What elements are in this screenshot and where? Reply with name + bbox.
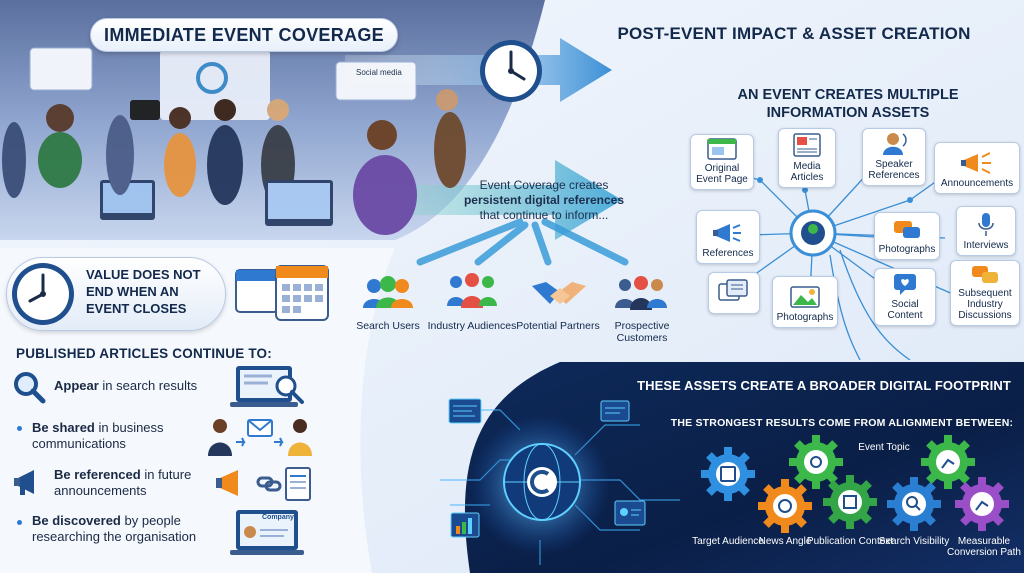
asset-card-media-articles: Media Articles	[778, 128, 836, 188]
left-title: IMMEDIATE EVENT COVERAGE	[90, 18, 398, 52]
megaphone-icon	[713, 224, 741, 242]
megaphone-icon	[961, 152, 991, 174]
laptop-search-icon	[230, 366, 304, 407]
gear-label: Search Visibility	[878, 536, 950, 547]
chat-icon	[894, 221, 920, 238]
gear-label: Publication Context	[806, 536, 894, 547]
asset-card-subsequent-discussions: Subsequent Industry Discussions	[950, 260, 1020, 326]
value-text: VALUE DOES NOT END WHEN AN EVENT CLOSES	[86, 267, 201, 316]
asset-card-interviews: Interviews	[956, 206, 1016, 256]
asset-card-photographs-2: Photographs	[772, 276, 838, 328]
growth-gear-icon	[921, 435, 975, 489]
asset-label: Social Content	[887, 299, 923, 321]
bullet-rest: in search results	[102, 378, 198, 393]
gear-label: News Angle	[758, 536, 812, 547]
audience-label: Potential Partners	[516, 320, 600, 332]
asset-label: Photographs	[776, 312, 834, 323]
social-media-label: Social media	[356, 68, 402, 77]
asset-label: Announcements	[940, 178, 1014, 189]
bullet-rest: in future announcements	[54, 467, 192, 498]
search-visibility-gear-icon	[887, 477, 941, 531]
asset-card-references: References	[696, 210, 760, 264]
newspaper-icon	[793, 133, 821, 157]
audience-label: Search Users	[356, 320, 420, 332]
bullet-referenced: Be referenced in future announcements	[54, 467, 214, 499]
sharing-people-icon	[208, 419, 312, 456]
audience-label: Prospective Customers	[614, 320, 670, 344]
gear-label: Measurable Conversion Path	[947, 536, 1021, 558]
coverage-line-3: that continue to inform...	[479, 208, 609, 222]
bullet-bold: Be discovered	[32, 513, 121, 528]
documents-icon	[718, 279, 748, 301]
gear-label: Event Topic	[858, 442, 910, 453]
news-angle-gear-icon	[758, 479, 812, 533]
clock-icon	[480, 40, 542, 102]
bullet-discovered: Be discovered by people researching the …	[32, 513, 232, 545]
asset-label: Interviews	[963, 240, 1009, 251]
coverage-text: Event Coverage creates persistent digita…	[446, 178, 642, 223]
prospective-customers-icon	[615, 276, 667, 310]
coverage-line-1: Event Coverage creates	[479, 178, 609, 192]
handshake-icon	[532, 282, 586, 304]
floating-card-icon	[448, 398, 482, 424]
asset-label: Photographs	[878, 244, 936, 255]
footprint-title: THESE ASSETS CREATE A BROADER DIGITAL FO…	[637, 378, 1011, 393]
floating-card-icon	[450, 512, 480, 538]
asset-card-photographs: Photographs	[874, 212, 940, 260]
bullet-dot	[17, 426, 22, 431]
company-label: Company	[262, 514, 294, 521]
publication-context-gear-icon	[823, 475, 877, 529]
floating-card-icon	[614, 500, 646, 526]
web-page-icon	[707, 138, 737, 160]
asset-card-social-content: Social Content	[874, 268, 936, 326]
social-icon	[894, 274, 916, 295]
bullet-bold: Be shared	[32, 420, 95, 435]
magnifier-icon	[14, 372, 46, 404]
bullet-bold: Be referenced	[54, 467, 141, 482]
asset-label: Original Event Page	[696, 163, 748, 185]
clock-icon	[12, 263, 74, 325]
bullet-rest: by people researching the organisation	[32, 513, 197, 544]
asset-label: Speaker References	[868, 159, 920, 181]
event-topic-gear-icon	[789, 435, 843, 489]
coverage-line-2: persistent digital references	[463, 193, 625, 207]
industry-audiences-icon	[447, 273, 497, 308]
speaker-icon	[883, 133, 907, 155]
bullet-shared: Be shared in business communications	[32, 420, 202, 452]
asset-label: Media Articles	[790, 161, 824, 183]
assets-title: AN EVENT CREATES MULTIPLE INFORMATION AS…	[737, 87, 959, 121]
company-laptop-icon	[230, 510, 304, 555]
photo-icon	[790, 286, 820, 308]
bullet-dot	[17, 520, 22, 525]
microphone-icon	[978, 213, 994, 236]
floating-card-icon	[600, 400, 630, 422]
gear-label: Target Audience	[692, 536, 764, 547]
bullet-bold: Appear	[54, 378, 99, 393]
asset-card-documents	[708, 272, 760, 314]
reference-link-icon	[216, 467, 311, 501]
search-users-icon	[363, 276, 413, 308]
asset-card-original-event-page: Original Event Page	[690, 134, 754, 190]
conversion-gear-icon	[955, 477, 1009, 531]
asset-card-announcements: Announcements	[934, 142, 1020, 194]
bullet-appear: Appear in search results	[54, 378, 197, 394]
audience-label: Industry Audiences	[427, 320, 517, 332]
gears-diagram	[701, 435, 1009, 533]
right-title: POST-EVENT IMPACT & ASSET CREATION	[617, 24, 971, 43]
target-audience-gear-icon	[701, 447, 755, 501]
asset-label: References	[702, 248, 754, 259]
bullet-rest: in business communications	[32, 420, 164, 451]
asset-card-speaker-references: Speaker References	[862, 128, 926, 186]
megaphone-icon	[14, 470, 34, 495]
published-heading: PUBLISHED ARTICLES CONTINUE TO:	[16, 346, 272, 361]
calendar-icon	[235, 265, 329, 321]
asset-label: Subsequent Industry Discussions	[958, 288, 1012, 321]
globe-icon	[503, 443, 581, 521]
footprint-subtitle: THE STRONGEST RESULTS COME FROM ALIGNMEN…	[670, 417, 1014, 429]
discussion-icon	[972, 266, 998, 283]
